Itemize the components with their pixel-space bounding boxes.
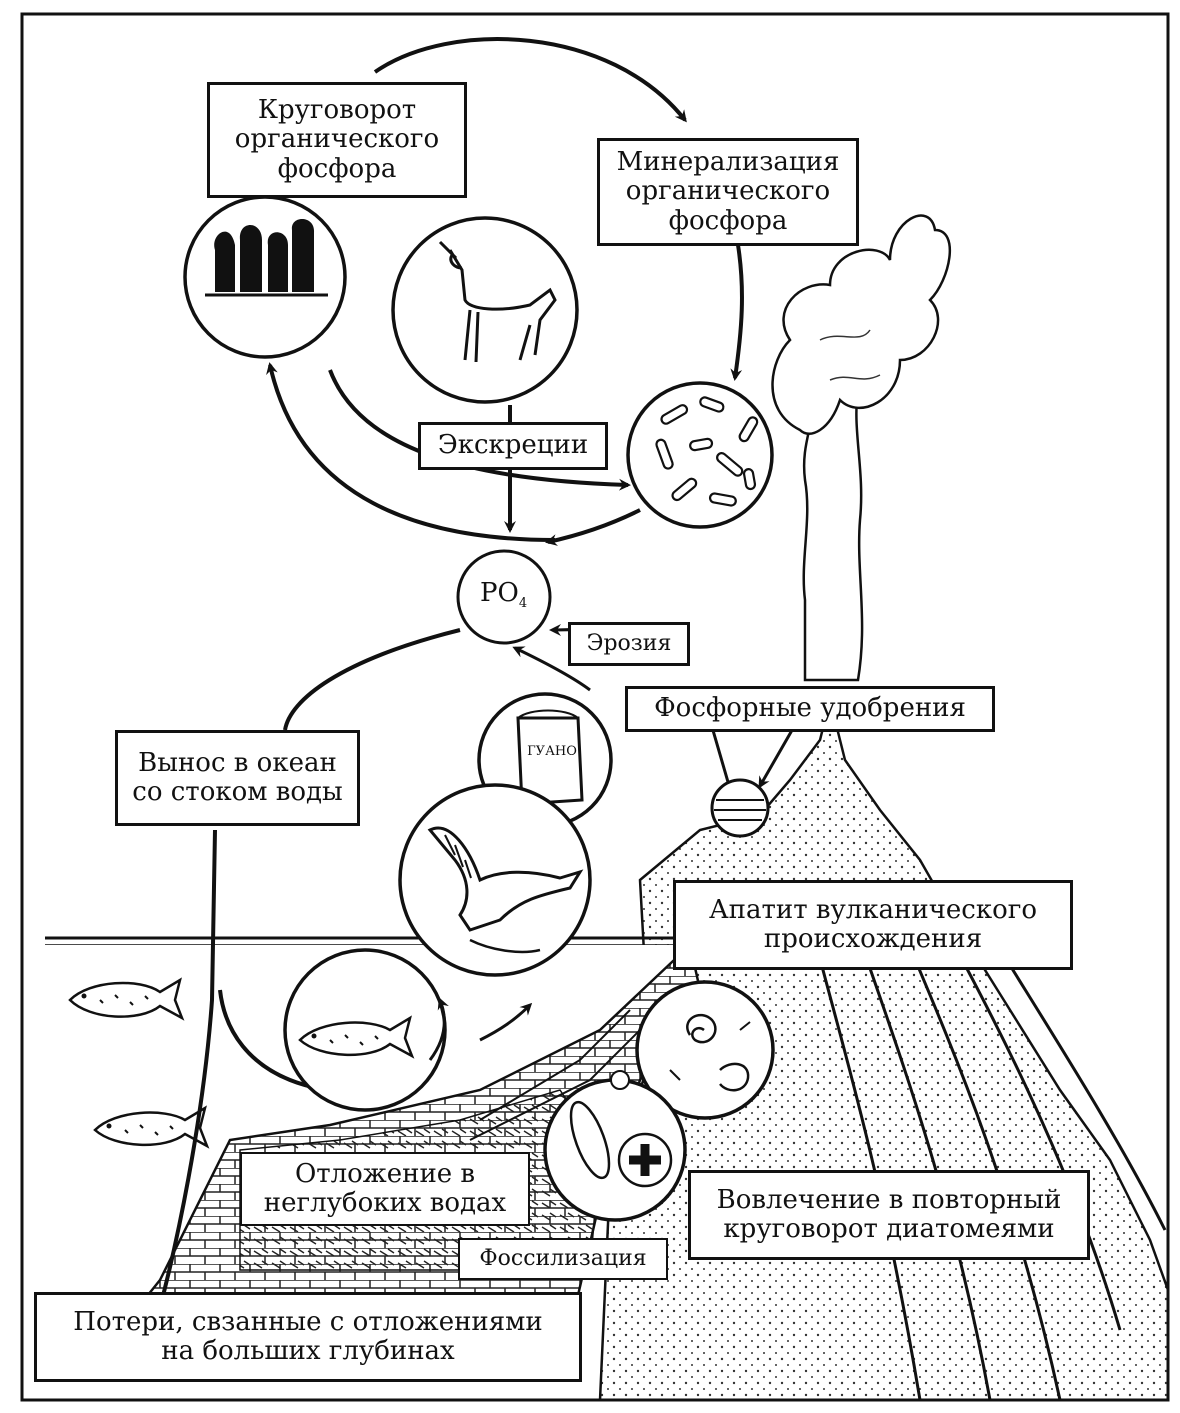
fossilization-label: Фоссилизация bbox=[458, 1238, 668, 1280]
excretion-label: Экскреции bbox=[418, 422, 608, 470]
organic-cycle-line-1: Круговорот bbox=[257, 95, 417, 126]
mineralization-arc bbox=[373, 37, 687, 123]
deep-losses-line-2: на больших глубинах bbox=[161, 1336, 455, 1366]
mineralization-line-1: Минерализация bbox=[616, 147, 840, 178]
po4-circle bbox=[456, 549, 552, 645]
runoff-label: Вынос в океан со стоком воды bbox=[115, 730, 360, 826]
shallow-deposit-label: Отложение в неглубоких водах bbox=[240, 1152, 530, 1226]
fossilization-text: Фоссилизация bbox=[479, 1245, 647, 1271]
po4-label: PO4 bbox=[480, 578, 527, 611]
diatoms-line-2: круговорот диатомеями bbox=[723, 1214, 1055, 1244]
organic-cycle-label: Круговорот органического фосфора bbox=[207, 82, 467, 198]
excretion-text: Экскреции bbox=[437, 430, 589, 461]
guano-text: ГУАНО bbox=[527, 744, 577, 759]
fish-icon bbox=[68, 977, 210, 1149]
organic-cycle-line-3: фосфора bbox=[277, 153, 397, 184]
shore-up-arrow bbox=[479, 1002, 533, 1042]
fertilizers-text: Фосфорные удобрения bbox=[654, 693, 966, 724]
bacteria-icon bbox=[626, 381, 774, 529]
fish-circle-icon bbox=[283, 948, 447, 1112]
apatite-line-2: происхождения bbox=[763, 924, 983, 954]
shallow-deposit-line-2: неглубоких водах bbox=[263, 1188, 507, 1218]
po4-subscript: 4 bbox=[518, 596, 528, 612]
erosion-text: Эрозия bbox=[586, 630, 672, 656]
runoff-line-1: Вынос в океан bbox=[138, 747, 337, 778]
deep-losses-line-1: Потери, свзанные с отложениями bbox=[73, 1306, 543, 1337]
fertilizer-arrow bbox=[512, 646, 591, 692]
mineralization-line-3: фосфора bbox=[668, 205, 788, 236]
po4-text: PO bbox=[480, 578, 519, 608]
runoff-line-2: со стоком воды bbox=[132, 777, 343, 807]
diatoms-line-1: Вовлечение в повторный bbox=[716, 1184, 1062, 1215]
diatom-icon bbox=[543, 1070, 687, 1222]
deep-losses-label: Потери, свзанные с отложениями на больши… bbox=[34, 1292, 582, 1382]
seabird-icon bbox=[398, 783, 592, 977]
shallow-deposit-line-1: Отложение в bbox=[294, 1158, 476, 1189]
fertilizers-label: Фосфорные удобрения bbox=[625, 686, 995, 732]
fossils-icon bbox=[635, 980, 775, 1120]
erosion-label: Эрозия bbox=[568, 622, 690, 666]
mineralization-line-2: органического bbox=[625, 176, 831, 207]
mineralization-label: Минерализация органического фосфора bbox=[597, 138, 859, 246]
uptake-arrow bbox=[266, 362, 556, 542]
diatoms-label: Вовлечение в повторный круговорот диатом… bbox=[688, 1170, 1090, 1260]
mineralization-arrow bbox=[730, 244, 744, 381]
apatite-line-1: Апатит вулканического bbox=[708, 894, 1038, 925]
fish-up-arrow bbox=[428, 997, 449, 1061]
trees-icon bbox=[183, 195, 347, 359]
apatite-icon bbox=[710, 778, 770, 838]
organic-cycle-line-2: органического bbox=[234, 124, 440, 155]
deer-icon bbox=[391, 216, 579, 404]
apatite-label: Апатит вулканического происхождения bbox=[673, 880, 1073, 970]
mineral-to-po4-arrow bbox=[545, 508, 641, 546]
